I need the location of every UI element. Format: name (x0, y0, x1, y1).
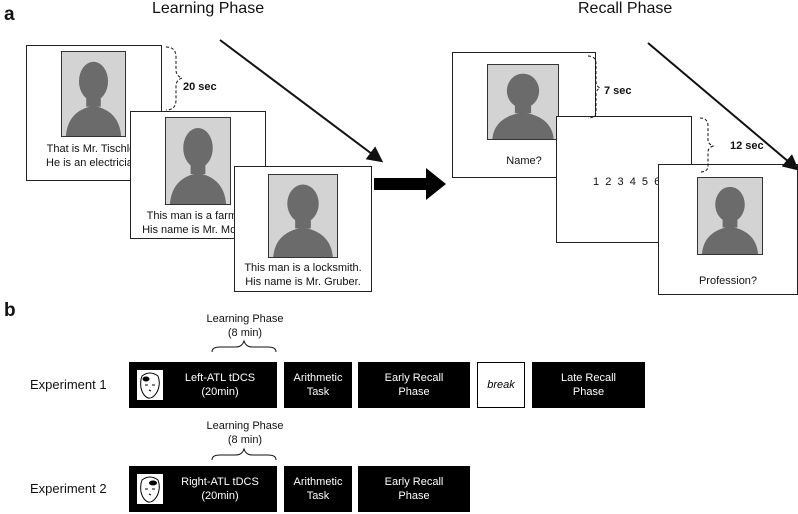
silhouette-icon (65, 61, 122, 136)
arithmetic-label-2: Task (306, 386, 330, 398)
late-recall-label-2: Phase (572, 386, 605, 398)
learning-card-1-caption: That is Mr. Tischler. He is an electrici… (27, 142, 161, 170)
recall-time-label-1: 7 sec (604, 85, 632, 97)
early-recall-label: Early Recall (384, 372, 444, 384)
exp1-arithmetic-block: Arithmetic Task (284, 362, 352, 408)
learning-time-label: 20 sec (183, 81, 217, 93)
arithmetic-label: Arithmetic (293, 372, 343, 384)
learning-phase-duration: (8 min) (227, 434, 263, 446)
exp1-tdcs-block: Left-ATL tDCS (20min) (129, 362, 277, 408)
caption-line: This man is a farmer. (146, 210, 250, 222)
learning-phase-label-text: Learning Phase (206, 420, 284, 432)
learning-card-3-caption: This man is a locksmith. His name is Mr.… (235, 261, 371, 289)
silhouette-icon (701, 186, 759, 254)
face-photo-2 (165, 117, 231, 205)
arithmetic-label: Arithmetic (293, 476, 343, 488)
learning-card-2-caption: This man is a farmer. His name is Mr. Mo… (131, 209, 265, 237)
caption-line: His name is Mr. Moser. (142, 224, 254, 236)
recall-time-bracket-1 (587, 55, 602, 119)
recall-time-label-2: 12 sec (730, 140, 764, 152)
exp2-early-recall-block: Early Recall Phase (358, 466, 470, 512)
tdcs-label: Left-ATL tDCS (184, 372, 256, 384)
early-recall-label-2: Phase (398, 386, 430, 398)
early-recall-label-2: Phase (398, 490, 430, 502)
exp2-arithmetic-block: Arithmetic Task (284, 466, 352, 512)
tdcs-label: Right-ATL tDCS (181, 476, 259, 488)
face-photo-3 (268, 174, 338, 258)
late-recall-label: Late Recall (560, 372, 617, 384)
face-photo-recall-2 (697, 177, 763, 255)
learning-phase-label-text: Learning Phase (206, 313, 284, 325)
silhouette-icon (273, 184, 333, 257)
profession-prompt: Profession? (698, 275, 758, 287)
learning-time-arrow (219, 39, 384, 163)
experiment-1-label: Experiment 1 (30, 377, 107, 392)
arithmetic-label-2: Task (306, 490, 330, 502)
learning-phase-brace-2 (211, 447, 277, 461)
silhouette-icon (169, 128, 227, 204)
learning-card-3: This man is a locksmith. His name is Mr.… (234, 166, 372, 292)
caption-line: His name is Mr. Gruber. (245, 276, 361, 288)
learning-phase-title: Learning Phase (152, 0, 265, 17)
tdcs-duration: (20min) (201, 490, 239, 502)
caption-line: That is Mr. Tischler. (46, 143, 142, 155)
caption-line: He is an electrician. (46, 157, 142, 169)
head-electrode-icon (137, 474, 163, 504)
face-photo-1 (61, 51, 126, 137)
head-electrode-icon (137, 370, 163, 400)
learning-phase-brace-1 (211, 339, 277, 353)
rating-scale: 1 2 3 4 5 6 (593, 176, 661, 188)
recall-phase-title: Recall Phase (578, 0, 673, 17)
face-photo-recall-1 (487, 64, 559, 140)
learning-phase-label-1: Learning Phase (8 min) (186, 312, 304, 340)
caption-line: This man is a locksmith. (244, 262, 362, 274)
recall-time-arrow (647, 42, 798, 171)
early-recall-label: Early Recall (384, 476, 444, 488)
recall-card-profession: Profession? (658, 164, 798, 295)
exp1-late-recall-block: Late Recall Phase (532, 362, 645, 408)
phase-transition-arrow (374, 168, 446, 200)
silhouette-icon (492, 73, 554, 139)
exp2-tdcs-block: Right-ATL tDCS (20min) (129, 466, 277, 512)
panel-label-a: a (4, 4, 15, 25)
panel-label-b: b (4, 300, 16, 321)
recall-time-bracket-2 (699, 117, 715, 173)
exp1-break-block: break (477, 362, 525, 408)
name-prompt: Name? (506, 155, 542, 167)
experiment-2-label: Experiment 2 (30, 481, 107, 496)
tdcs-duration: (20min) (201, 386, 239, 398)
exp1-early-recall-block: Early Recall Phase (358, 362, 470, 408)
learning-phase-label-2: Learning Phase (8 min) (186, 419, 304, 447)
learning-phase-duration: (8 min) (227, 327, 263, 339)
learning-time-bracket (165, 46, 184, 111)
